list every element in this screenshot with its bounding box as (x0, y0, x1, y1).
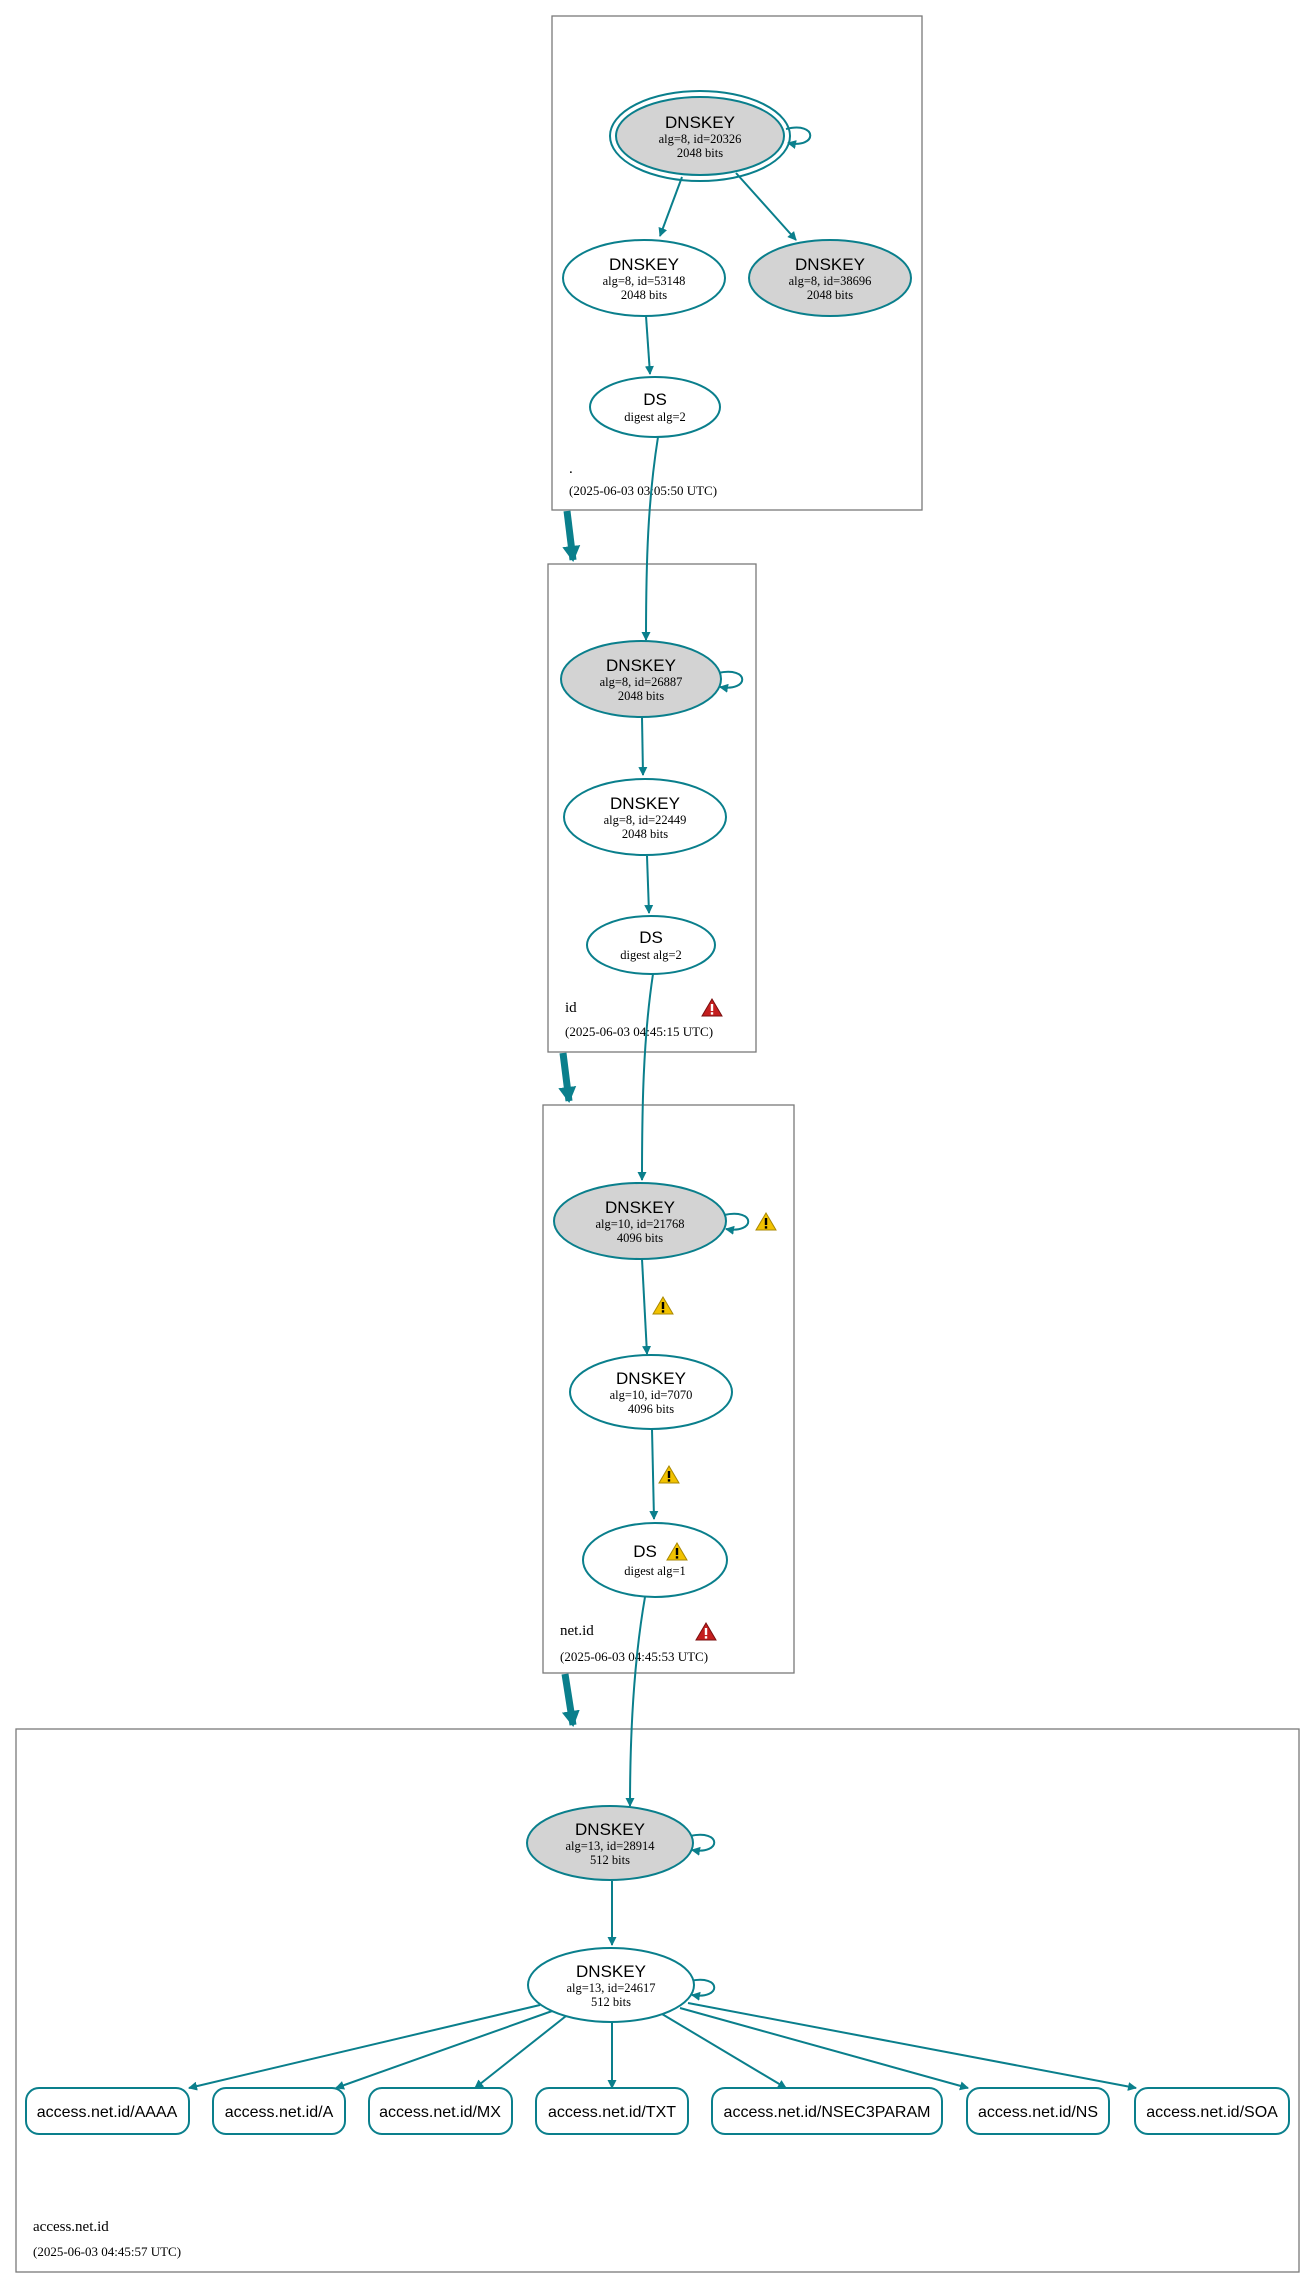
node-type-label: DNSKEY (606, 656, 676, 675)
node-id-ds[interactable]: DS digest alg=2 (586, 915, 716, 975)
rrset-label: access.net.id/SOA (1146, 2104, 1278, 2121)
node-type-label: DNSKEY (610, 794, 680, 813)
rrset-node[interactable]: access.net.id/SOA (1134, 2087, 1290, 2135)
node-type-label: DNSKEY (605, 1198, 675, 1217)
rrset-node[interactable]: access.net.id/AAAA (25, 2087, 190, 2135)
zone-name-id: id (565, 1000, 577, 1016)
node-detail-label: digest alg=1 (624, 1564, 686, 1578)
node-type-label: DNSKEY (795, 255, 865, 274)
rrset-label: access.net.id/A (225, 2104, 334, 2121)
node-size-label: 4096 bits (617, 1231, 663, 1245)
rrset-label: access.net.id/TXT (548, 2104, 676, 2121)
delegation-arrow-id-to-net-id (558, 1052, 577, 1103)
node-type-label: DNSKEY (665, 113, 735, 132)
rrset-label: access.net.id/NS (978, 2104, 1098, 2121)
node-detail-label: alg=10, id=7070 (610, 1388, 693, 1402)
node-id-ksk[interactable]: DNSKEY alg=8, id=26887 2048 bits (560, 640, 722, 718)
edge-id-ksk-self (717, 670, 744, 693)
edge-zsk-to-aaaa (188, 2004, 541, 2091)
edge-net-zsk-to-ds (649, 1428, 659, 1520)
node-detail-label: alg=8, id=38696 (789, 274, 872, 288)
edge-root-ksk-to-sep2 (735, 172, 797, 241)
node-detail-label: digest alg=2 (624, 410, 686, 424)
edge-root-zsk-to-ds (644, 315, 654, 375)
edge-root-ksk-to-zsk (658, 176, 683, 237)
node-root-zsk[interactable]: DNSKEY alg=8, id=53148 2048 bits (562, 239, 726, 317)
node-detail-label: alg=8, id=53148 (603, 274, 686, 288)
node-access-ksk[interactable]: DNSKEY alg=13, id=28914 512 bits (526, 1805, 694, 1881)
edge-id-ksk-to-zsk (638, 716, 648, 776)
node-detail-label: alg=10, id=21768 (595, 1217, 684, 1231)
node-type-label: DNSKEY (616, 1369, 686, 1388)
zone-timestamp-access: (2025-06-03 04:45:57 UTC) (33, 2244, 181, 2259)
node-access-zsk[interactable]: DNSKEY alg=13, id=24617 512 bits (527, 1947, 695, 2023)
node-net-ksk[interactable]: DNSKEY alg=10, id=21768 4096 bits (553, 1182, 727, 1260)
edge-zsk-to-nsec3param (661, 2013, 787, 2089)
rrset-label: access.net.id/AAAA (37, 2104, 178, 2121)
edge-root-ksk-self (785, 126, 812, 149)
edge-id-zsk-to-ds (644, 855, 654, 914)
zone-timestamp-root: (2025-06-03 03:05:50 UTC) (569, 483, 717, 498)
zone-timestamp-id: (2025-06-03 04:45:15 UTC) (565, 1024, 713, 1039)
edge-zsk-to-soa (687, 2002, 1137, 2091)
node-size-label: 2048 bits (621, 288, 667, 302)
rrset-label: access.net.id/NSEC3PARAM (724, 2104, 931, 2121)
node-size-label: 2048 bits (618, 689, 664, 703)
node-root-ksk[interactable]: DNSKEY alg=8, id=20326 2048 bits (609, 90, 791, 182)
edge-net-ksk-to-zsk (641, 1258, 652, 1355)
zone-name-access: access.net.id (33, 2219, 109, 2235)
zone-name-root: . (569, 461, 573, 477)
zone-timestamp-net-id: (2025-06-03 04:45:53 UTC) (560, 1649, 708, 1664)
node-size-label: 512 bits (590, 1853, 630, 1867)
node-size-label: 2048 bits (677, 146, 723, 160)
edge-net-ksk-self (723, 1212, 750, 1235)
node-type-label: DNSKEY (575, 1820, 645, 1839)
node-detail-label: alg=8, id=22449 (604, 813, 687, 827)
edge-zsk-to-ns (679, 2007, 969, 2091)
edge-zsk-to-a (335, 2009, 556, 2090)
rrset-node[interactable]: access.net.id/NSEC3PARAM (711, 2087, 943, 2135)
edge-net-ds-to-access-ksk (625, 1596, 646, 1807)
node-type-label: DNSKEY (609, 255, 679, 274)
node-size-label: 2048 bits (622, 827, 668, 841)
node-net-ds[interactable]: DS digest alg=1 (582, 1522, 728, 1598)
edge-zsk-to-mx (474, 2015, 567, 2089)
node-type-label: DS (643, 390, 667, 409)
node-detail-label: alg=8, id=26887 (600, 675, 683, 689)
rrset-node[interactable]: access.net.id/NS (966, 2087, 1110, 2135)
zone-name-net-id: net.id (560, 1623, 594, 1639)
delegation-arrow-root-to-id (562, 510, 581, 562)
edge-access-zsk-self (689, 1978, 716, 2001)
node-root-sep2[interactable]: DNSKEY alg=8, id=38696 2048 bits (748, 239, 912, 317)
node-size-label: 4096 bits (628, 1402, 674, 1416)
node-type-label: DS (639, 928, 663, 947)
node-detail-label: alg=13, id=28914 (565, 1839, 655, 1853)
rrset-node[interactable]: access.net.id/A (212, 2087, 346, 2135)
edge-id-ds-to-net-ksk (637, 973, 654, 1181)
node-size-label: 512 bits (591, 1995, 631, 2009)
node-root-ds[interactable]: DS digest alg=2 (589, 376, 721, 438)
node-type-label: DS (633, 1542, 657, 1561)
node-detail-label: alg=13, id=24617 (566, 1981, 655, 1995)
edge-access-ksk-self (689, 1833, 716, 1856)
edge-root-ds-to-id-ksk (641, 436, 659, 641)
node-detail-label: digest alg=2 (620, 948, 682, 962)
rrset-node[interactable]: access.net.id/TXT (535, 2087, 689, 2135)
node-type-label: DNSKEY (576, 1962, 646, 1981)
rrset-label: access.net.id/MX (379, 2104, 501, 2121)
node-detail-label: alg=8, id=20326 (659, 132, 742, 146)
node-id-zsk[interactable]: DNSKEY alg=8, id=22449 2048 bits (563, 778, 727, 856)
node-size-label: 2048 bits (807, 288, 853, 302)
delegation-arrow-net-id-to-access (561, 1673, 580, 1727)
rrset-node[interactable]: access.net.id/MX (368, 2087, 513, 2135)
node-net-zsk[interactable]: DNSKEY alg=10, id=7070 4096 bits (569, 1354, 733, 1430)
